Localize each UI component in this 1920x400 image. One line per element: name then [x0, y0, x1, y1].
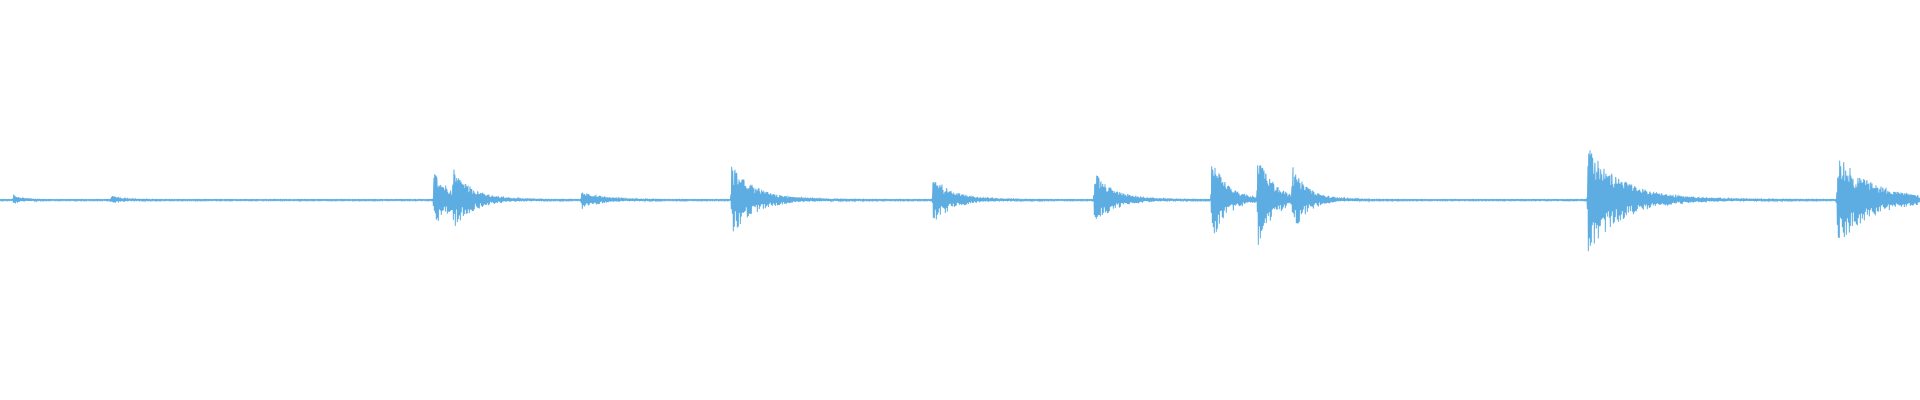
waveform-trace [0, 150, 1920, 252]
